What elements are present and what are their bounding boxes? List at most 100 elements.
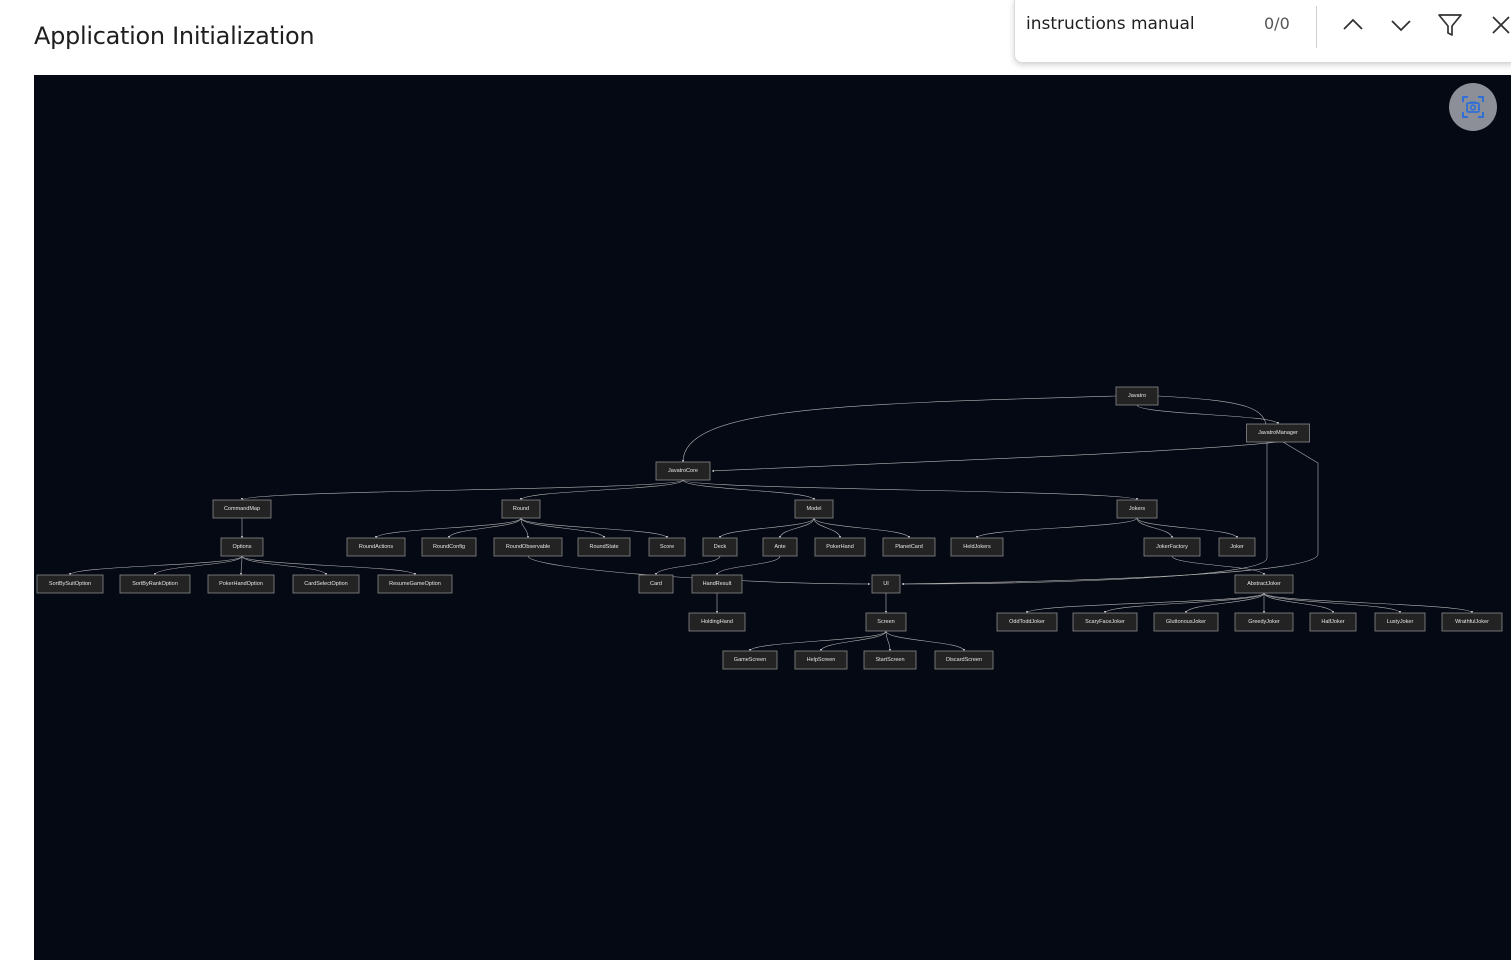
node-label: GreedyJoker [1248, 619, 1280, 625]
screenshot-capture-icon [1462, 96, 1484, 118]
edge-model-deck [718, 517, 815, 539]
node-label: CommandMap [224, 506, 260, 512]
edge-jokers-heldjokers [975, 517, 1138, 539]
edge-abstractjoker-oddtoddjoker [1025, 592, 1265, 614]
node-label: HelpScreen [807, 657, 836, 663]
node-pokerhand[interactable]: PokerHand [814, 537, 866, 557]
diagram-edges [68, 395, 1474, 652]
edge-abstractjoker-wrathfuljoker [1263, 592, 1474, 614]
node-roundconfig[interactable]: RoundConfig [421, 537, 477, 557]
node-heldjokers[interactable]: HeldJokers [950, 537, 1004, 557]
edge-javatrocore-jokers [682, 479, 1139, 501]
node-pokerhandoption[interactable]: PokerHandOption [207, 574, 275, 594]
edge-javatrocore-model [682, 479, 816, 501]
node-box [220, 537, 264, 557]
node-wrathfuljoker[interactable]: WrathfulJoker [1441, 612, 1503, 632]
node-deck[interactable]: Deck [702, 537, 738, 557]
edge-javatrocore-commandmap [240, 479, 684, 501]
node-label: SortByRankOption [132, 581, 178, 587]
node-startscreen[interactable]: StartScreen [863, 650, 917, 670]
node-card[interactable]: Card [638, 574, 674, 594]
node-lustyjoker[interactable]: LustyJoker [1374, 612, 1426, 632]
node-label: HalfJoker [1321, 619, 1344, 625]
class-diagram: JavatroJavatroManagerJavatroCoreCommandM… [36, 386, 1503, 670]
node-handresult[interactable]: HandResult [691, 574, 743, 594]
node-label: SortBySuitOption [49, 581, 91, 587]
node-jokerfactory[interactable]: JokerFactory [1143, 537, 1201, 557]
node-round[interactable]: Round [501, 499, 541, 519]
filter-icon [1438, 14, 1462, 36]
node-label: ResumeGameOption [389, 581, 441, 587]
node-cardselectoption[interactable]: CardSelectOption [292, 574, 360, 594]
find-bar: 0/0 [1014, 0, 1511, 63]
edge-round-roundobservable [520, 517, 530, 539]
node-options[interactable]: Options [220, 537, 264, 557]
edge-options-cardselectoption [241, 555, 328, 576]
node-label: JokerFactory [1156, 544, 1188, 550]
node-sortbyrankoption[interactable]: SortByRankOption [119, 574, 191, 594]
node-commandmap[interactable]: CommandMap [212, 499, 272, 519]
node-joker[interactable]: Joker [1218, 537, 1256, 557]
node-box [1374, 612, 1426, 632]
node-box [934, 650, 994, 670]
edge-options-sortbyrankoption [153, 555, 243, 576]
find-input[interactable] [1026, 12, 1251, 36]
node-resumegameoption[interactable]: ResumeGameOption [377, 574, 453, 594]
node-screen[interactable]: Screen [865, 612, 907, 632]
node-roundstate[interactable]: RoundState [577, 537, 631, 557]
node-box [655, 461, 711, 481]
filter-button[interactable] [1433, 8, 1467, 42]
node-box [865, 612, 907, 632]
previous-match-button[interactable] [1336, 8, 1370, 42]
node-score[interactable]: Score [648, 537, 686, 557]
node-halfjoker[interactable]: HalfJoker [1309, 612, 1357, 632]
screenshot-button[interactable] [1449, 83, 1497, 131]
page-title: Application Initialization [34, 22, 315, 50]
edge-options-resumegameoption [241, 555, 417, 576]
node-javatromanager[interactable]: JavatroManager [1246, 423, 1310, 443]
node-label: StartScreen [875, 657, 904, 663]
node-javatrocore[interactable]: JavatroCore [655, 461, 711, 481]
node-box [493, 537, 563, 557]
node-scaryfacejoker[interactable]: ScaryFaceJoker [1072, 612, 1138, 632]
node-label: Model [807, 506, 822, 512]
node-model[interactable]: Model [794, 499, 834, 519]
node-label: RoundConfig [433, 544, 465, 550]
edge-javatrocore-round [519, 479, 684, 501]
chevron-down-icon [1391, 20, 1411, 32]
node-box [119, 574, 191, 594]
node-label: Score [660, 544, 674, 550]
edge-round-roundactions [374, 517, 522, 539]
edge-options-sortbysuitoption [68, 555, 243, 576]
node-helpscreen[interactable]: HelpScreen [794, 650, 848, 670]
edge-screen-startscreen [885, 630, 892, 652]
node-label: RoundState [589, 544, 618, 550]
node-box [762, 537, 798, 557]
edge-jokerfactory-abstractjoker [1171, 555, 1266, 576]
edge-model-pokerhand [813, 517, 842, 539]
node-discardscreen[interactable]: DiscardScreen [934, 650, 994, 670]
close-find-button[interactable] [1484, 8, 1511, 42]
edge-round-score [520, 517, 669, 539]
node-roundobservable[interactable]: RoundObservable [493, 537, 563, 557]
node-holdinghand[interactable]: HoldingHand [688, 612, 746, 632]
node-oddtoddjoker[interactable]: OddToddJoker [996, 612, 1058, 632]
edge-jokers-joker [1136, 517, 1239, 539]
node-greedyjoker[interactable]: GreedyJoker [1234, 612, 1294, 632]
node-label: WrathfulJoker [1455, 619, 1489, 625]
node-ante[interactable]: Ante [762, 537, 798, 557]
node-box [577, 537, 631, 557]
node-ui[interactable]: UI [871, 574, 901, 594]
node-planetcard[interactable]: PlanetCard [882, 537, 936, 557]
node-abstractjoker[interactable]: AbstractJoker [1234, 574, 1294, 594]
node-jokers[interactable]: Jokers [1116, 499, 1158, 519]
node-gamescreen[interactable]: GameScreen [722, 650, 778, 670]
edge-jokers-jokerfactory [1136, 517, 1174, 539]
node-box [814, 537, 866, 557]
node-sortbysuitoption[interactable]: SortBySuitOption [36, 574, 104, 594]
node-gluttonousjoker[interactable]: GluttonousJoker [1153, 612, 1219, 632]
node-javatro[interactable]: Javatro [1115, 386, 1159, 406]
node-roundactions[interactable]: RoundActions [346, 537, 406, 557]
next-match-button[interactable] [1384, 8, 1418, 42]
